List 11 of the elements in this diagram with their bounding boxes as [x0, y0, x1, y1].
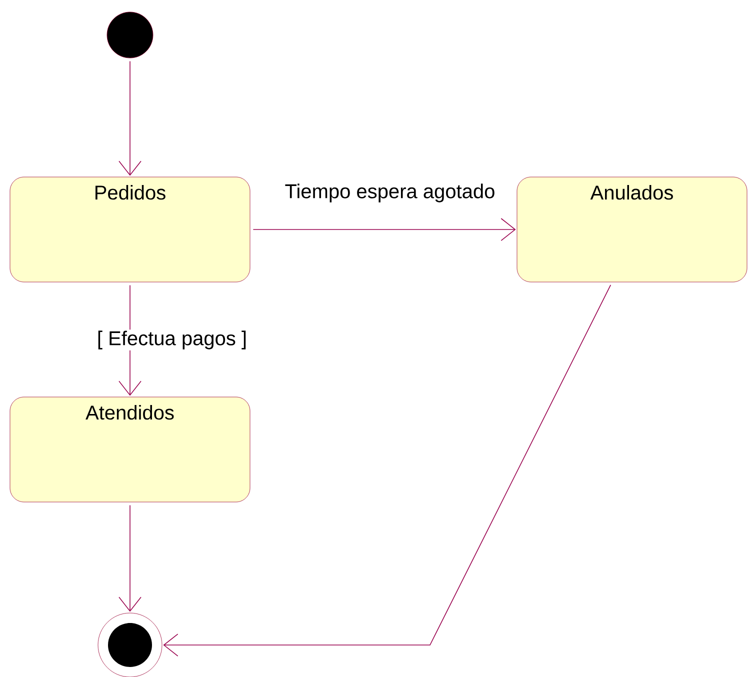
state-box: Atendidos: [10, 396, 250, 502]
transition-arrow: [118, 60, 142, 176]
state-box: Anulados: [516, 176, 748, 282]
transition-arrow: [118, 504, 142, 612]
transition-arrow: [252, 218, 516, 241]
transition-arrow: [163, 284, 612, 656]
final-state: [98, 612, 162, 677]
state-box: Pedidos: [10, 176, 250, 282]
edge-label: Tiempo espera agotado: [285, 184, 494, 202]
initial-state: [106, 12, 154, 58]
edge-label: [ Efectua pagos ]: [96, 330, 248, 350]
